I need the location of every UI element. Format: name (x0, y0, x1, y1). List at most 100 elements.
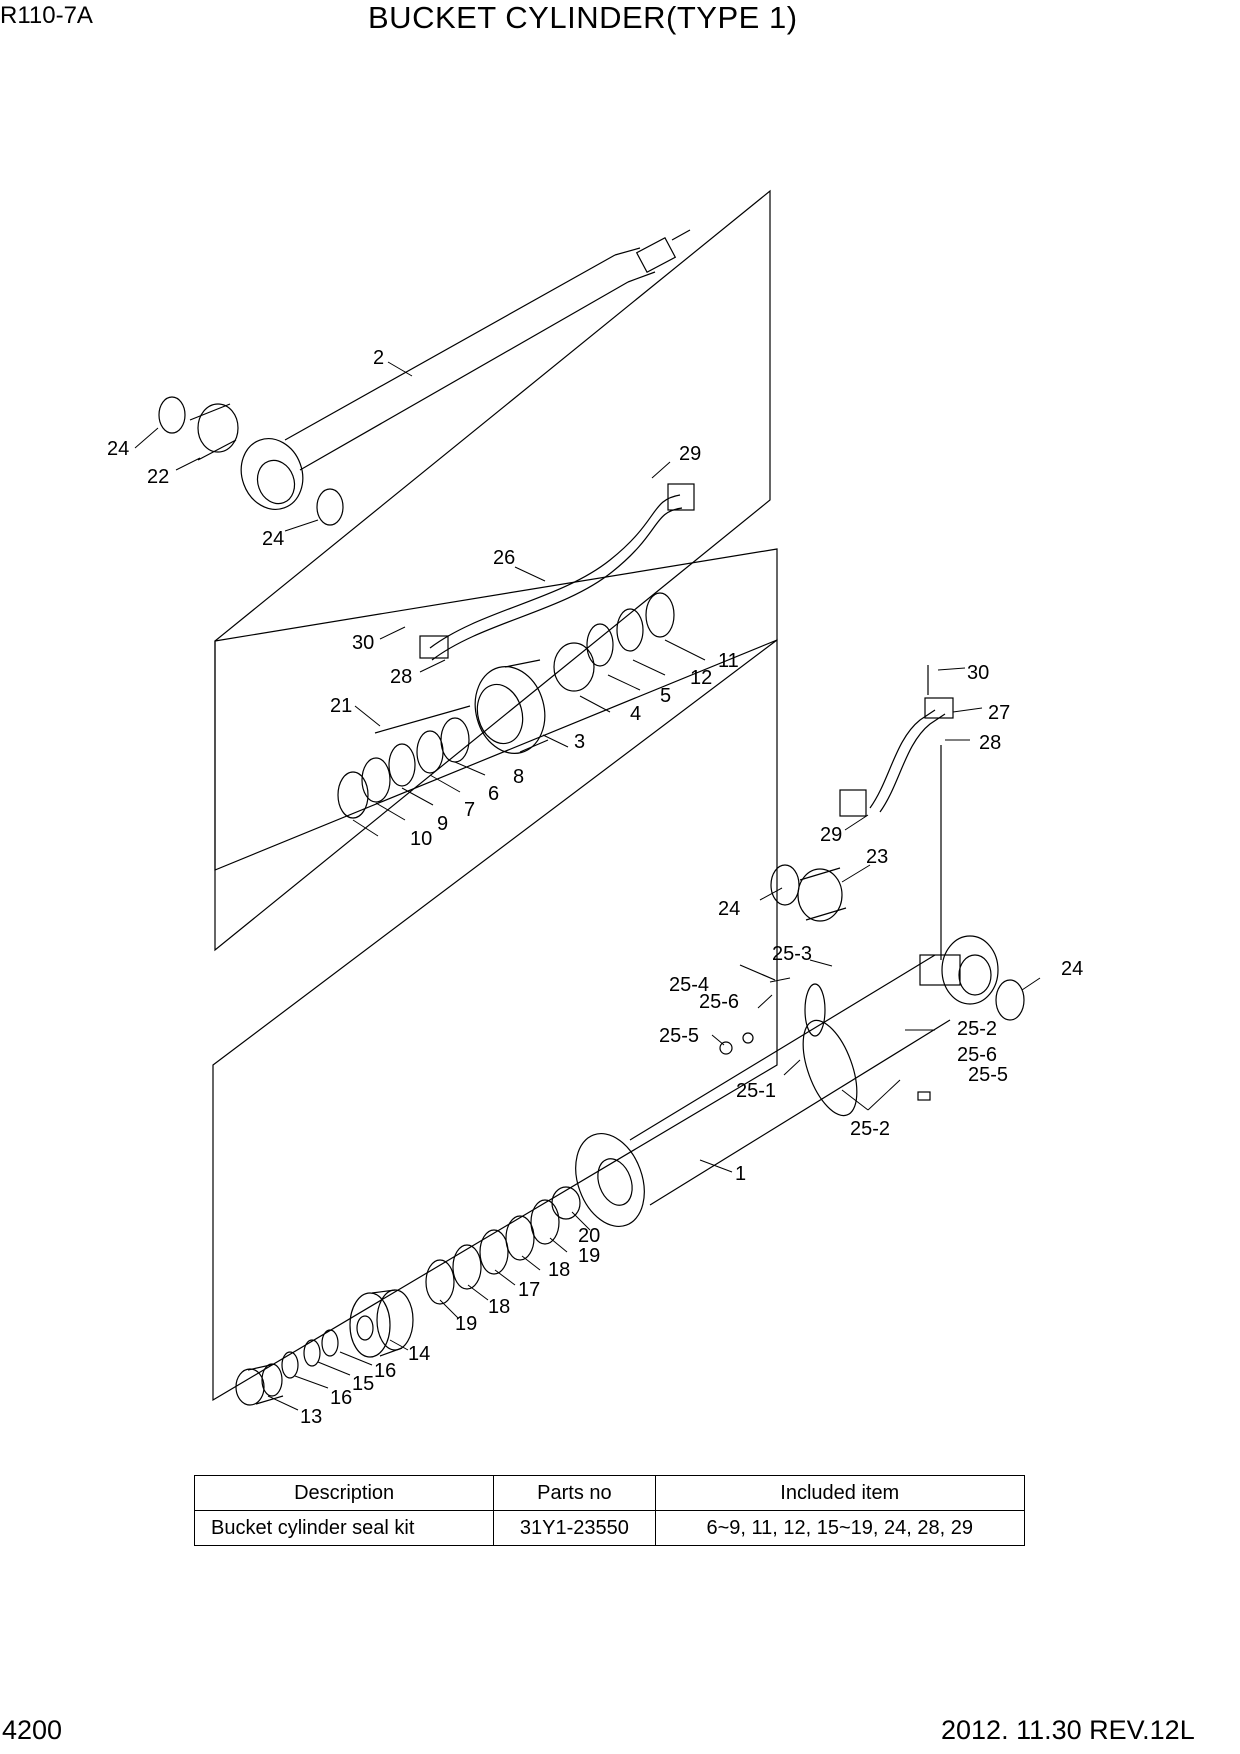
callout-6: 6 (488, 783, 499, 805)
callout-18: 18 (548, 1259, 570, 1281)
callout-25-3: 25-3 (772, 943, 812, 965)
callout-24: 24 (262, 528, 284, 550)
callout-28: 28 (979, 732, 1001, 754)
dust-seal-24-mid (770, 864, 800, 906)
callout-16: 16 (330, 1387, 352, 1409)
pipe-26 (429, 494, 681, 649)
callout-23: 23 (866, 846, 888, 868)
callout-5: 5 (660, 685, 671, 707)
callout-7: 7 (464, 799, 475, 821)
table-header-row: Description Parts no Included item (193, 1475, 1026, 1511)
seal-19-lower (425, 1259, 455, 1305)
callout-25-2: 25-2 (957, 1018, 997, 1040)
callout-13: 13 (300, 1406, 322, 1428)
dust-seal-24-right (995, 979, 1025, 1021)
callout-25-2: 25-2 (850, 1118, 890, 1140)
callout-14: 14 (408, 1343, 430, 1365)
callout-29: 29 (820, 824, 842, 846)
pipe-flange-28 (419, 635, 449, 659)
model-label: R110-7A (0, 2, 93, 29)
callout-12: 12 (690, 667, 712, 689)
callout-26: 26 (493, 547, 515, 569)
ring-16-upper (321, 1329, 339, 1357)
callout-28: 28 (390, 666, 412, 688)
tube-group-frame (212, 638, 778, 1402)
callout-25-6: 25-6 (957, 1044, 997, 1066)
callout-24: 24 (718, 898, 740, 920)
cylinder-tube-1 (575, 935, 999, 1228)
o-ring-11 (645, 592, 675, 638)
nut-25-5-left (719, 1041, 733, 1055)
callout-25-6: 25-6 (699, 991, 739, 1013)
fitting-29-right (839, 789, 867, 817)
callout-9: 9 (437, 813, 448, 835)
seal-6 (416, 730, 444, 774)
seal-18-lower (452, 1244, 482, 1290)
callout-10: 10 (410, 828, 432, 850)
gland-group-frame (214, 548, 778, 871)
bushing-22 (189, 403, 239, 461)
ring-16-lower (281, 1351, 299, 1379)
col-included-item: Included item (654, 1475, 1026, 1511)
seal-19-upper (530, 1199, 560, 1245)
callout-3: 3 (574, 731, 585, 753)
bolt-21 (374, 705, 471, 734)
band-25 (802, 1019, 858, 1117)
callout-11: 11 (718, 650, 739, 672)
callout-8: 8 (513, 766, 524, 788)
seal-17 (479, 1229, 509, 1275)
callout-30: 30 (352, 632, 374, 654)
cell-parts-no: 31Y1-23550 (493, 1510, 656, 1546)
page-title: BUCKET CYLINDER(TYPE 1) (368, 0, 798, 35)
callout-30: 30 (967, 662, 989, 684)
cushion-13 (235, 1363, 284, 1406)
col-description: Description (193, 1475, 495, 1511)
cell-included-item: 6~9, 11, 12, 15~19, 24, 28, 29 (654, 1510, 1026, 1546)
pipe-fitting-29 (667, 483, 695, 511)
callout-4: 4 (630, 703, 641, 725)
seal-7 (388, 743, 416, 787)
callout-25-4: 25-4 (669, 974, 709, 996)
callout-29: 29 (679, 443, 701, 465)
callout-15: 15 (352, 1373, 374, 1395)
table-row: Bucket cylinder seal kit 31Y1-23550 6~9,… (193, 1510, 1026, 1546)
seal-12 (616, 608, 644, 652)
bolt-25-4 (739, 964, 776, 981)
callout-24: 24 (107, 438, 129, 460)
callout-19: 19 (455, 1313, 477, 1335)
rod-cover-3 (474, 659, 549, 755)
callout-25-5: 25-5 (968, 1064, 1008, 1086)
page-number: 4200 (2, 1715, 63, 1745)
callout-25-1: 25-1 (736, 1080, 776, 1102)
bushing-4 (553, 642, 595, 692)
u-bolt-25-3 (804, 983, 826, 1037)
callout-1: 1 (735, 1163, 746, 1185)
callout-19: 19 (578, 1245, 600, 1267)
dust-seal-24-upper-right (316, 488, 344, 526)
cell-description: Bucket cylinder seal kit (193, 1510, 495, 1546)
part-25-5-right (917, 1091, 931, 1101)
callout-25-5: 25-5 (659, 1025, 699, 1047)
callout-24: 24 (1061, 958, 1083, 980)
revision-label: 2012. 11.30 REV.12L (941, 1715, 1195, 1745)
leader-lines (134, 361, 1041, 1411)
ring-15 (303, 1339, 321, 1367)
seal-18-upper (505, 1215, 535, 1261)
snap-ring-10 (337, 771, 369, 819)
callout-2: 2 (373, 347, 384, 369)
callout-20: 20 (578, 1225, 600, 1247)
washer-25-6-left (742, 1032, 754, 1044)
col-parts-no: Parts no (493, 1475, 656, 1511)
piston-rod (240, 229, 691, 510)
callout-16: 16 (374, 1360, 396, 1382)
callout-17: 17 (518, 1279, 540, 1301)
callout-22: 22 (147, 466, 169, 488)
pipe-27 (869, 709, 936, 809)
nut-20 (551, 1186, 581, 1220)
bushing-23 (797, 867, 847, 922)
callout-18: 18 (488, 1296, 510, 1318)
pipe-block-27 (924, 697, 954, 719)
callout-21: 21 (330, 695, 352, 717)
seal-5 (586, 623, 614, 667)
